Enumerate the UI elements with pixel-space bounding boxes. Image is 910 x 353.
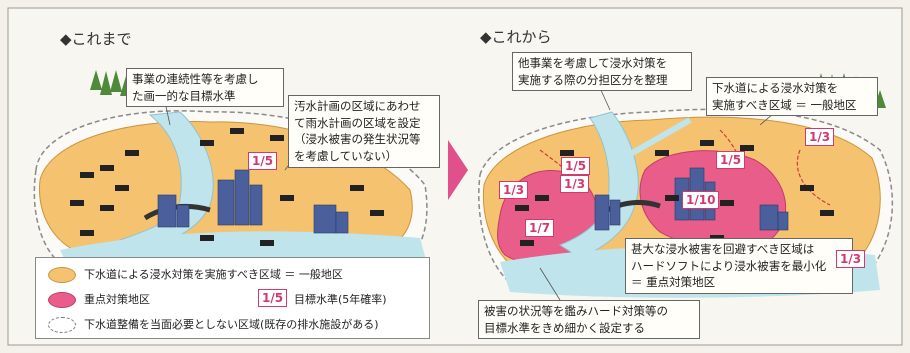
callout-line: 下水道による浸水対策を [712, 81, 839, 95]
right-panel-title: ◆これから [480, 28, 552, 46]
callout-target-levels: 被害の状況等を鑑みハード対策等の 目標水準をきめ細かく設定する [478, 300, 700, 340]
callout-line: て雨水計画の区域を設定 [294, 115, 421, 130]
legend: 下水道による浸水対策を実施すべき区域 ＝ 一般地区 重点対策地区 1/5 目標水… [35, 257, 430, 339]
callout-line: 実施すべき区域 ＝ 一般地区 [712, 97, 857, 112]
callout-line: ＝ 重点対策地区 [631, 275, 716, 290]
legend-swatch-general [48, 267, 76, 283]
callout-line: た画一的な目標水準 [132, 88, 236, 103]
target-badge: 1/3 [560, 175, 590, 193]
target-badge: 1/7 [525, 219, 555, 237]
callout-line: 実施する際の分担区分を整理 [518, 72, 668, 87]
left-panel-title: ◆これまで [60, 30, 132, 48]
callout-line: 被害の状況等を鑑みハード対策等の [484, 304, 668, 318]
callout-line: 甚大な浸水被害を回避すべき区域は [631, 242, 815, 256]
target-badge: 1/5 [561, 157, 591, 175]
callout-general-area: 下水道による浸水対策を 実施すべき区域 ＝ 一般地区 [706, 77, 878, 117]
left-target-badge: 1/5 [248, 152, 278, 170]
legend-label-priority: 重点対策地区 [84, 293, 150, 306]
target-badge: 1/5 [716, 151, 746, 169]
callout-other-projects: 他事業を考慮して浸水対策を 実施する際の分担区分を整理 [512, 52, 692, 92]
legend-swatch-priority [48, 292, 76, 308]
target-badge: 1/3 [499, 181, 529, 199]
legend-label-general: 下水道による浸水対策を実施すべき区域 ＝ 一般地区 [84, 268, 343, 281]
target-badge: 1/10 [682, 191, 720, 209]
transition-arrow [448, 140, 468, 200]
callout-line: 他事業を考慮して浸水対策を [518, 56, 668, 70]
callout-line: （浸水被害の発生状況等 [294, 132, 421, 147]
target-badge: 1/3 [805, 128, 835, 146]
legend-label-target: 目標水準(5年確率) [294, 293, 387, 306]
legend-label-unnecessary: 下水道整備を当面必要としない区域(既存の排水施設がある) [84, 318, 379, 331]
callout-sewage-plan: 汚水計画の区域にあわせ て雨水計画の区域を設定 （浸水被害の発生状況等 を考慮し… [288, 95, 440, 168]
right-tributary [618, 117, 692, 163]
callout-line: ハードソフトにより浸水被害を最小化 [631, 258, 827, 273]
callout-priority-area: 甚大な浸水被害を回避すべき区域は ハードソフトにより浸水被害を最小化 ＝ 重点対… [625, 238, 853, 295]
callout-line: 汚水計画の区域にあわせ [294, 99, 421, 113]
left-buildings [157, 169, 349, 234]
callout-line: を考慮していない） [294, 149, 398, 164]
callout-continuity: 事業の連続性等を考慮し た画一的な目標水準 [126, 68, 284, 108]
legend-target-badge: 1/5 [258, 289, 288, 307]
legend-swatch-unnecessary [48, 317, 76, 333]
callout-line: 目標水準をきめ細かく設定する [484, 320, 645, 335]
callout-line: 事業の連続性等を考慮し [132, 72, 259, 86]
target-badge: 1/3 [836, 250, 866, 268]
